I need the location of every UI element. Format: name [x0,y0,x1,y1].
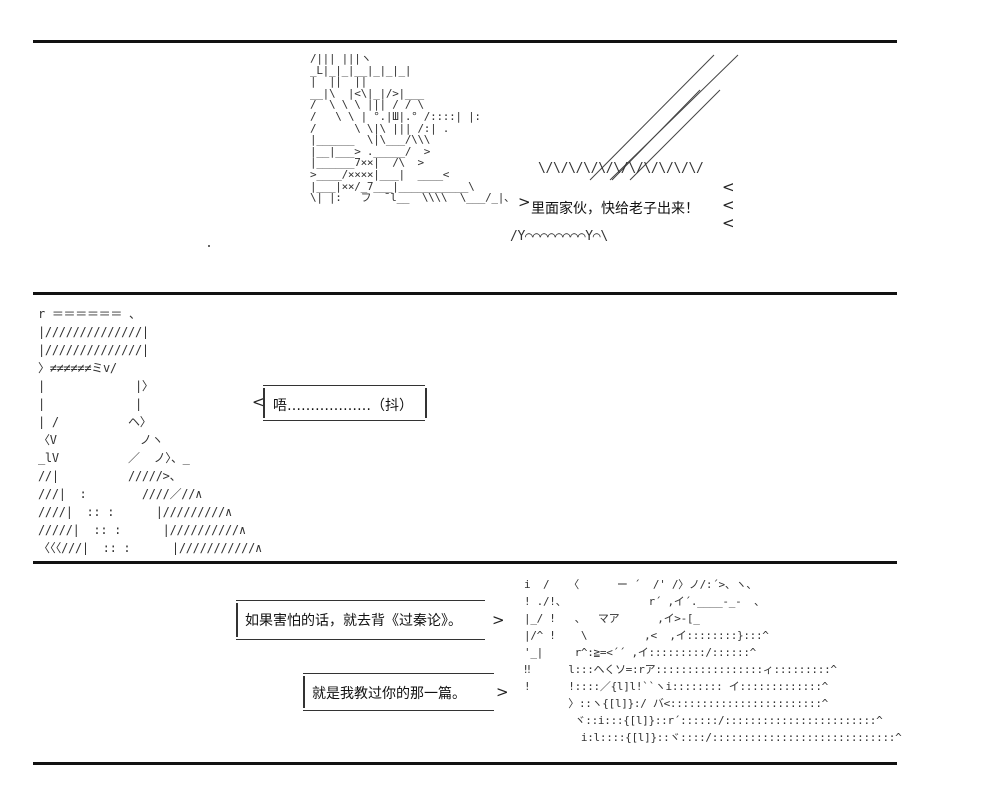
dialogue-text-shout: 里面家伙，快给老子出来！ [531,201,699,217]
panel-divider-bottom [33,762,897,765]
spiky-bubble-top-edge: \/\/\/\/\/\/\/\/\/\/\/ [538,161,704,176]
speech-box-pointer: < [252,393,265,411]
bubble-spike-right-2: < [722,196,735,214]
ascii-art-dragon-creature: i / 〈 ー ´ /' /〉ノ/:´>、ヽ、 ! ./!、 r´ ,イ´.__… [524,578,902,744]
speech-box-reminder-pointer: > [496,683,509,701]
speech-box-reminder-left [303,676,305,708]
bubble-spike-right-1: < [722,178,735,196]
bubble-spike-left: > [518,193,531,211]
ascii-art-armored-figure: r ＝＝＝＝＝＝ 、 |//////////////| |///////////… [38,307,262,555]
dialogue-text-reminder: 就是我教过你的那一篇。 [312,686,466,702]
speech-box-right-edge [425,388,427,418]
ascii-art-helmet-head: /||| |||ヽ _L|_|_|__|_|_|_| | || || __|\ … [310,52,515,205]
spiky-bubble-bottom-edge: /Y⌒⌒⌒⌒⌒⌒⌒⌒Y⌒\ [510,229,608,244]
speech-box-left-edge [263,388,265,418]
speech-box-advice-left [236,603,238,637]
speech-box-advice [236,600,485,640]
dialogue-text-tremble: 唔………………（抖） [273,398,413,414]
bubble-spike-right-3: < [722,214,735,232]
speech-box-reminder [303,673,494,711]
panel-divider-top [33,40,897,43]
speech-box-advice-pointer: > [492,611,505,629]
panel-divider-1 [33,292,897,295]
dialogue-text-advice: 如果害怕的话，就去背《过秦论》。 [245,613,462,629]
panel-divider-2 [33,561,897,564]
stray-dot [208,245,210,247]
speech-box-trembling [263,385,425,421]
